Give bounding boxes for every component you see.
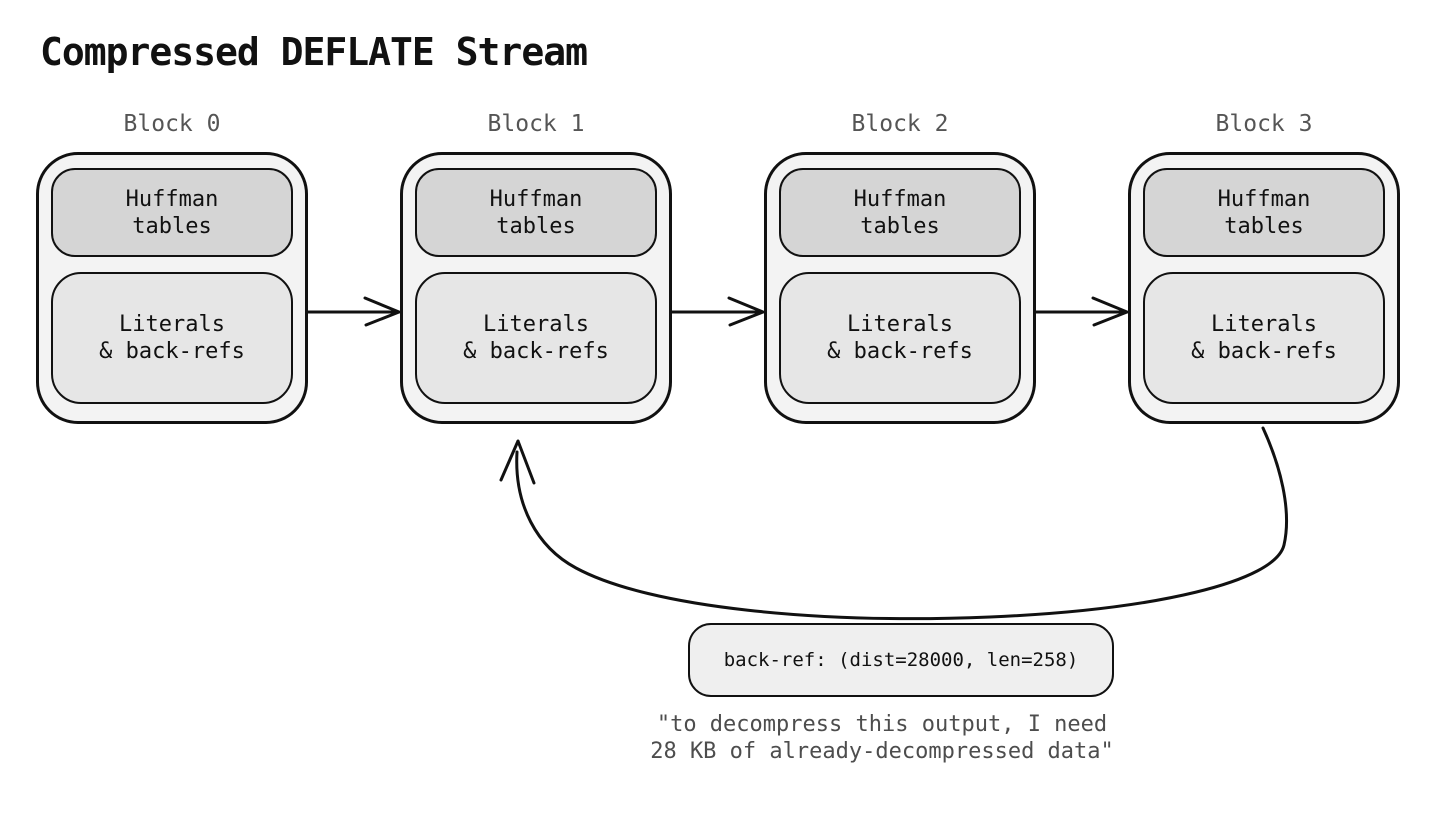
- huffman-tables-box: Huffman tables: [51, 168, 293, 257]
- backref-arrow: [499, 426, 1288, 621]
- quote-line-1: "to decompress this output, I need: [656, 712, 1108, 737]
- flow-arrow-block0-block1: [305, 296, 401, 327]
- flow-arrow-block2-block3: [1033, 296, 1129, 327]
- backref-label-box: back-ref: (dist=28000, len=258): [688, 623, 1114, 697]
- literals-backrefs-box: Literals & back-refs: [415, 272, 657, 404]
- block-1-label: Block 1: [487, 111, 585, 137]
- block-3-label: Block 3: [1215, 111, 1313, 137]
- block-3: Huffman tables Literals & back-refs: [1128, 152, 1400, 424]
- block-2-label: Block 2: [851, 111, 949, 137]
- quote-text: "to decompress this output, I need 28 KB…: [600, 711, 1164, 765]
- literals-backrefs-box: Literals & back-refs: [1143, 272, 1385, 404]
- block-2: Huffman tables Literals & back-refs: [764, 152, 1036, 424]
- quote-line-2: 28 KB of already-decompressed data": [650, 739, 1114, 764]
- literals-backrefs-box: Literals & back-refs: [779, 272, 1021, 404]
- block-1: Huffman tables Literals & back-refs: [400, 152, 672, 424]
- backref-label-text: back-ref: (dist=28000, len=258): [723, 649, 1079, 671]
- block-0: Huffman tables Literals & back-refs: [36, 152, 308, 424]
- huffman-tables-box: Huffman tables: [1143, 168, 1385, 257]
- flow-arrow-block1-block2: [669, 296, 765, 327]
- block-0-label: Block 0: [123, 111, 221, 137]
- huffman-tables-box: Huffman tables: [779, 168, 1021, 257]
- diagram-title: Compressed DEFLATE Stream: [40, 30, 588, 74]
- huffman-tables-box: Huffman tables: [415, 168, 657, 257]
- literals-backrefs-box: Literals & back-refs: [51, 272, 293, 404]
